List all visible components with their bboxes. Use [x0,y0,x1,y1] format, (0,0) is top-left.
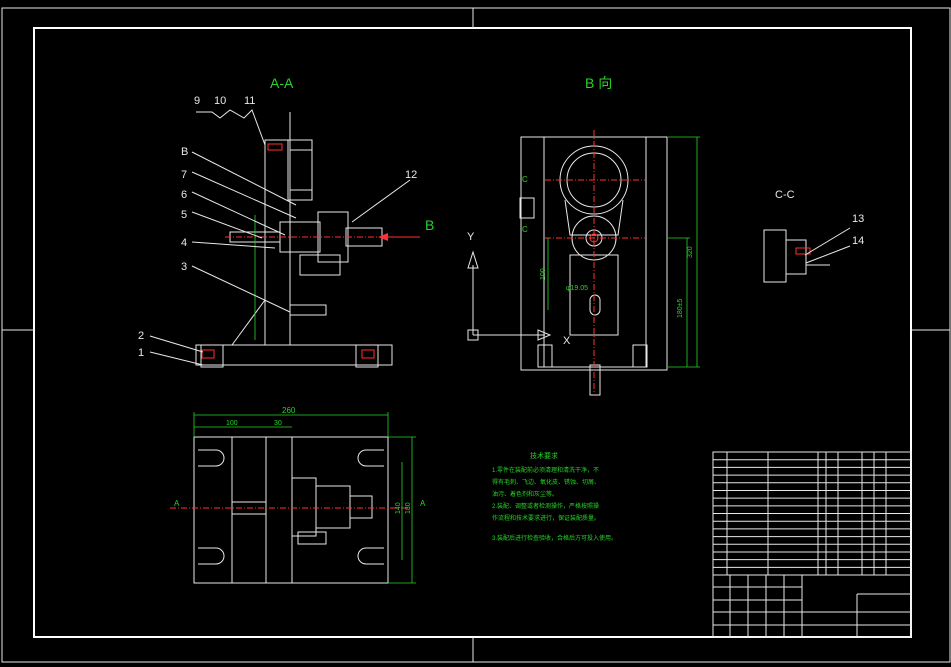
part-label-12: 12 [405,169,417,181]
notes-line-4: 2.装配、调整或者检测操作，严格按照操 [492,502,599,510]
section-aa-view: A-A [138,75,434,368]
section-c-top-marker: C [522,175,528,184]
plan-view: 260 100 30 140 180 A A [170,406,426,584]
part-leaders [149,109,411,366]
dim-height-140: 140 [395,502,402,514]
section-c-bottom-marker: C [522,225,528,234]
dim-320: 320 [687,246,694,258]
notes-line-5: 作流程和技术要求进行，保证装配质量。 [492,514,600,522]
section-a-right-marker: A [420,499,426,508]
axis-y-label: Y [467,231,475,243]
notes-line-3: 油污、着色剂和灰尘等。 [492,490,558,498]
notes-line-2: 得有毛刺、飞边、氧化皮、锈蚀、切屑、 [492,478,600,486]
part-label-7: 7 [181,169,187,181]
axis-x-label: X [563,335,571,347]
part-label-13: 13 [852,213,864,225]
part-label-14: 14 [852,235,864,247]
dim-mid-width: 30 [274,420,282,427]
section-cc-view: C-C 13 14 [763,189,864,283]
dim-b-left: 100 [540,268,547,280]
section-cc-title: C-C [775,189,795,201]
dim-overall-width: 260 [282,406,296,415]
part-label-11: 11 [244,95,255,107]
dim-b-height: 180±5 [677,298,684,318]
technical-notes: 技术要求 1.零件在装配前必须清理和清洗干净，不 得有毛刺、飞边、氧化皮、锈蚀、… [492,451,617,542]
view-b-title: B 向 [585,75,612,91]
notes-line-6: 3.装配后进行检查验收，合格后方可投入使用。 [492,534,617,542]
notes-line-1: 1.零件在装配前必须清理和清洗干净，不 [492,466,599,474]
sheet-border [1,7,951,663]
dim-height-180: 180 [405,502,412,514]
title-block [712,574,912,638]
parts-list-table [712,451,912,576]
notes-title: 技术要求 [530,451,558,460]
ucs-icon: Y X [467,231,571,347]
part-label-4: 4 [181,237,187,249]
part-label-9: 9 [194,95,200,107]
b-direction-label: B [425,217,434,233]
part-label-b: B [181,146,188,158]
part-label-2: 2 [138,330,144,342]
dim-left-width: 100 [226,420,238,427]
part-label-5: 5 [181,209,187,221]
dim-b-phi: φ19.05 [566,285,588,292]
part-label-6: 6 [181,189,187,201]
part-label-1: 1 [138,347,144,359]
view-b: B 向 320 180±5 100 φ19.05 C C [519,75,700,396]
section-aa-title: A-A [270,75,294,91]
section-a-left-marker: A [174,499,180,508]
part-label-3: 3 [181,261,187,273]
part-label-10: 10 [214,95,226,107]
